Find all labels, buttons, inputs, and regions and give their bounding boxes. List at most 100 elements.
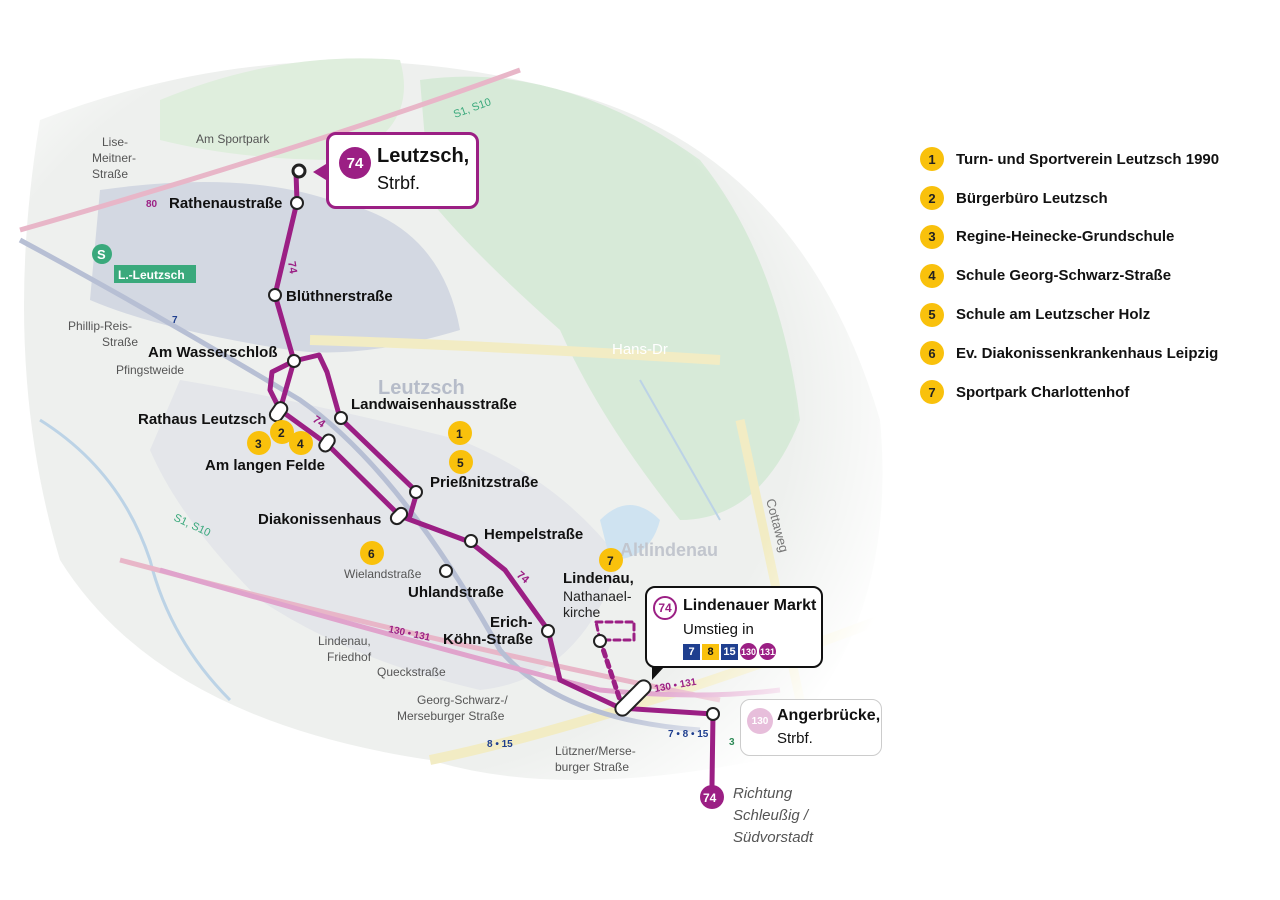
label-l-leutzsch: L.-Leutzsch: [118, 268, 185, 282]
terminus-angerbruecke-box: 130 Angerbrücke, Strbf.: [740, 699, 882, 756]
direction-line-badge: [700, 785, 724, 809]
poi-label-2: 2: [278, 426, 285, 440]
stop-am-wasserschloss: Am Wasserschloß: [148, 344, 278, 361]
label-hans: Hans-Dr: [612, 341, 668, 358]
stop-dot-lindenauer-markt: [614, 679, 652, 717]
legend-label-4: Schule Georg-Schwarz-Straße: [956, 267, 1172, 285]
poi-marker-3: [247, 431, 271, 455]
label-leutzsch-area: Leutzsch: [378, 377, 465, 399]
stop-dot-diakonissenhaus: [389, 506, 409, 526]
stop-koehn-strasse: Köhn-Straße: [443, 631, 533, 648]
stop-uhlandstrasse: Uhlandstraße: [408, 584, 504, 601]
legend-number-1: 1: [920, 147, 944, 172]
label-altlindenau: Altlindenau: [620, 540, 718, 560]
label-phillip-1: Phillip-Reis-: [68, 319, 132, 333]
direction-text-3: Südvorstadt: [733, 829, 814, 846]
label-georg-2: Merseburger Straße: [397, 709, 505, 723]
direction-note: 74 Richtung Schleußig / Südvorstadt: [700, 785, 814, 846]
legend-number-4: 4: [920, 263, 944, 288]
stop-dot-landwaisenhausstrasse: [334, 411, 348, 425]
legend-item-1: 1 Turn- und Sportverein Leutzsch 1990: [920, 140, 1270, 179]
stop-rathenaustrasse: Rathenaustraße: [169, 195, 282, 212]
label-queckstrasse: Queckstraße: [377, 665, 446, 679]
legend-number-3: 3: [920, 224, 944, 249]
label-line-74a: 74: [285, 260, 299, 275]
stop-diakonissenhaus: Diakonissenhaus: [258, 511, 381, 528]
stop-dot-priessnitzstrasse: [409, 485, 423, 499]
transfer-sub: Umstieg in: [683, 621, 754, 638]
map-fade: [0, 0, 1000, 900]
legend-label-1: Turn- und Sportverein Leutzsch 1990: [956, 150, 1220, 168]
transfer-line-badge: 74: [653, 596, 677, 620]
transfer-line-7: 7: [683, 643, 700, 660]
stop-dot-erich-koehn: [541, 624, 555, 638]
label-line-815: 8 • 15: [487, 739, 513, 750]
stop-dot-rathenaustrasse: [290, 196, 304, 210]
stop-landwaisenhausstrasse: Landwaisenhausstraße: [351, 396, 517, 413]
poi-marker-4: [289, 431, 313, 455]
legend-label-2: Bürgerbüro Leutzsch: [956, 189, 1108, 207]
stop-bluethnerstrasse: Blüthnerstraße: [286, 288, 393, 305]
stop-nathanael: Nathanael-: [563, 588, 632, 604]
terminus-top-pointer: [313, 164, 326, 180]
l-leutzsch-bg: [114, 265, 196, 283]
transfer-name: Lindenauer Markt: [683, 597, 817, 614]
stop-priessnitzstrasse: Prießnitzstraße: [430, 474, 538, 491]
legend-item-7: 7 Sportpark Charlottenhof: [920, 373, 1270, 412]
legend-item-5: 5 Schule am Leutzscher Holz: [920, 295, 1270, 334]
poi-marker-7: [599, 548, 623, 572]
stop-am-langen-felde: Am langen Felde: [205, 457, 325, 474]
direction-text-1: Richtung: [733, 785, 793, 802]
label-lindenau-friedhof-1: Lindenau,: [318, 634, 371, 648]
terminus-leutzsch-name: Leutzsch,: [377, 145, 470, 167]
legend-label-5: Schule am Leutzscher Holz: [956, 306, 1151, 324]
stop-dot-am-langen-felde: [318, 433, 336, 453]
legend-number-5: 5: [920, 302, 944, 327]
transfer-line-130: 130: [740, 643, 757, 660]
poi-marker-5: [449, 450, 473, 474]
transfer-line-8: 8: [702, 643, 719, 660]
poi-label-4: 4: [297, 437, 304, 451]
poi-markers: 1 2 3 4 5 6 7: [247, 420, 623, 572]
poi-label-6: 6: [368, 547, 375, 561]
label-line-3: 3: [729, 737, 735, 748]
angerbruecke-sub: Strbf.: [777, 730, 813, 747]
stop-rathaus-leutzsch: Rathaus Leutzsch: [138, 411, 266, 428]
legend-label-6: Ev. Diakonissenkrankenhaus Leipzig: [956, 344, 1219, 362]
direction-line-label: 74: [703, 791, 717, 805]
stop-dot-uhlandstrasse: [439, 564, 453, 578]
angerbruecke-name: Angerbrücke,: [777, 707, 881, 724]
label-luetzner-2: burger Straße: [555, 760, 629, 774]
terminus-leutzsch-sub: Strbf.: [377, 173, 421, 193]
stop-dot-hempelstrasse: [464, 534, 478, 548]
label-phillip-2: Straße: [102, 335, 138, 349]
poi-marker-1: [448, 421, 472, 445]
stop-kirche: kirche: [563, 604, 601, 620]
stop-dot-angerbruecke: [706, 707, 720, 721]
label-georg-1: Georg-Schwarz-/: [417, 693, 508, 707]
angerbruecke-line-badge: 130: [747, 708, 773, 734]
s-bahn-icon: [92, 244, 112, 264]
base-map: [0, 0, 1000, 900]
legend-number-7: 7: [920, 380, 944, 405]
stop-dot-am-wasserschloss: [287, 354, 301, 368]
stop-dots: [268, 163, 720, 721]
stop-dot-nathanaelkirche: [593, 634, 607, 648]
poi-label-7: 7: [607, 554, 614, 568]
label-wielandstrasse: Wielandstraße: [344, 567, 422, 581]
poi-marker-2: [270, 420, 294, 444]
label-am-sportpark: Am Sportpark: [196, 132, 270, 146]
terminus-leutzsch-box: 74 Leutzsch, Strbf.: [326, 132, 479, 209]
stop-erich: Erich-: [490, 614, 533, 631]
stop-dot-bluethnerstrasse: [268, 288, 282, 302]
label-lise-2: Meitner-: [92, 151, 136, 165]
stop-lindenau: Lindenau,: [563, 570, 634, 587]
legend-label-7: Sportpark Charlottenhof: [956, 383, 1130, 401]
poi-marker-6: [360, 541, 384, 565]
transfer-pointer: [652, 667, 664, 680]
